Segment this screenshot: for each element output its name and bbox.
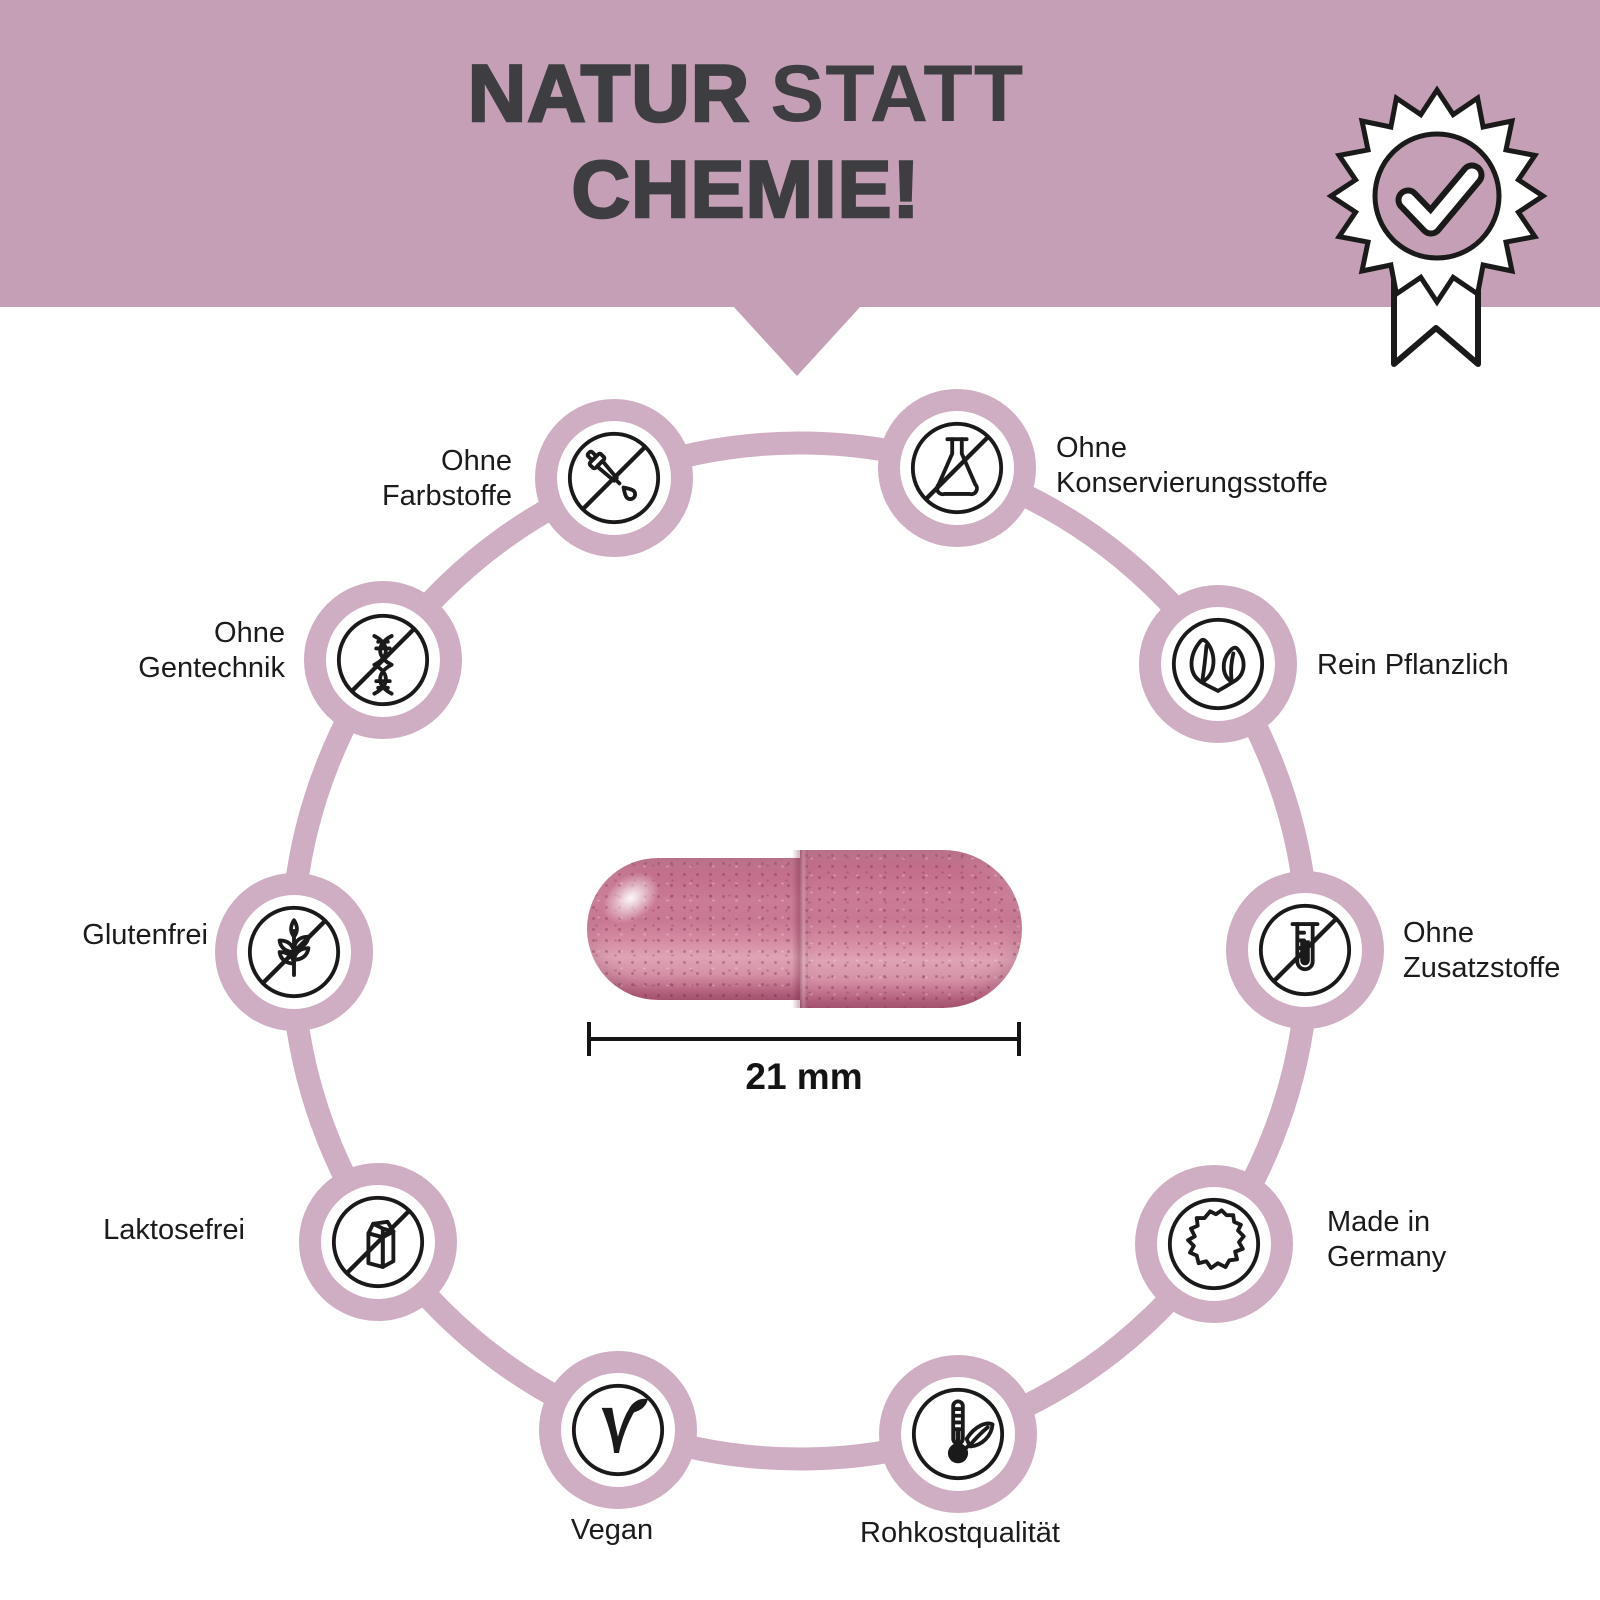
feature-node-rein-pflanzlich — [1139, 585, 1297, 743]
measurement-line — [587, 1037, 1021, 1041]
badge-ribbon — [1391, 263, 1481, 367]
feature-label-ohne-zusatzstoffe: Ohne Zusatzstoffe — [1403, 917, 1561, 984]
feature-node-ohne-farbstoffe — [535, 399, 693, 557]
milk-carton-icon — [331, 1195, 425, 1289]
banner-pointer-triangle — [733, 306, 861, 376]
feature-node-rohkostqualitaet — [879, 1355, 1037, 1513]
test-tube-icon — [1258, 903, 1352, 997]
thermometer-leaf-icon — [911, 1387, 1005, 1481]
feature-label-glutenfrei: Glutenfrei — [82, 919, 208, 951]
dropper-icon — [567, 431, 661, 525]
capsule-seam — [792, 850, 808, 1008]
feature-label-rohkostqualitaet: Rohkostqualität — [860, 1517, 1060, 1549]
feature-node-ohne-gentechnik — [304, 581, 462, 739]
header-banner — [0, 0, 1600, 307]
feature-node-glutenfrei — [215, 873, 373, 1031]
measurement-tick-left — [587, 1022, 591, 1056]
feature-node-vegan — [539, 1351, 697, 1509]
feature-node-laktosefrei — [299, 1163, 457, 1321]
feature-label-ohne-gentechnik: Ohne Gentechnik — [138, 617, 285, 684]
dna-icon — [336, 613, 430, 707]
vegan-icon — [571, 1383, 665, 1477]
feature-label-made-in-germany: Made in Germany — [1327, 1206, 1447, 1273]
feature-node-ohne-konservierungsstoffe — [878, 389, 1036, 547]
flask-icon — [910, 421, 1004, 515]
germany-map-icon — [1167, 1197, 1261, 1291]
feature-label-rein-pflanzlich: Rein Pflanzlich — [1317, 649, 1509, 681]
quality-seal-icon — [1326, 85, 1548, 367]
feature-label-laktosefrei: Laktosefrei — [103, 1214, 245, 1246]
capsule-size-label: 21 mm — [745, 1056, 863, 1097]
badge-checkmark-icon — [1401, 168, 1479, 231]
feature-label-ohne-farbstoffe: Ohne Farbstoffe — [381, 445, 512, 512]
feature-node-ohne-zusatzstoffe — [1226, 871, 1384, 1029]
capsule-image — [587, 850, 1022, 1008]
measurement-tick-right — [1017, 1022, 1021, 1056]
feature-label-vegan: Vegan — [570, 1514, 654, 1546]
feature-label-ohne-konservierungsstoffe: Ohne Konservierungsstoffe — [1056, 432, 1328, 499]
title-line-2: CHEMIE! — [570, 144, 921, 237]
capsule-cap — [800, 850, 1022, 1008]
wheat-icon — [247, 905, 341, 999]
leaves-icon — [1171, 617, 1265, 711]
feature-node-made-in-germany — [1135, 1165, 1293, 1323]
